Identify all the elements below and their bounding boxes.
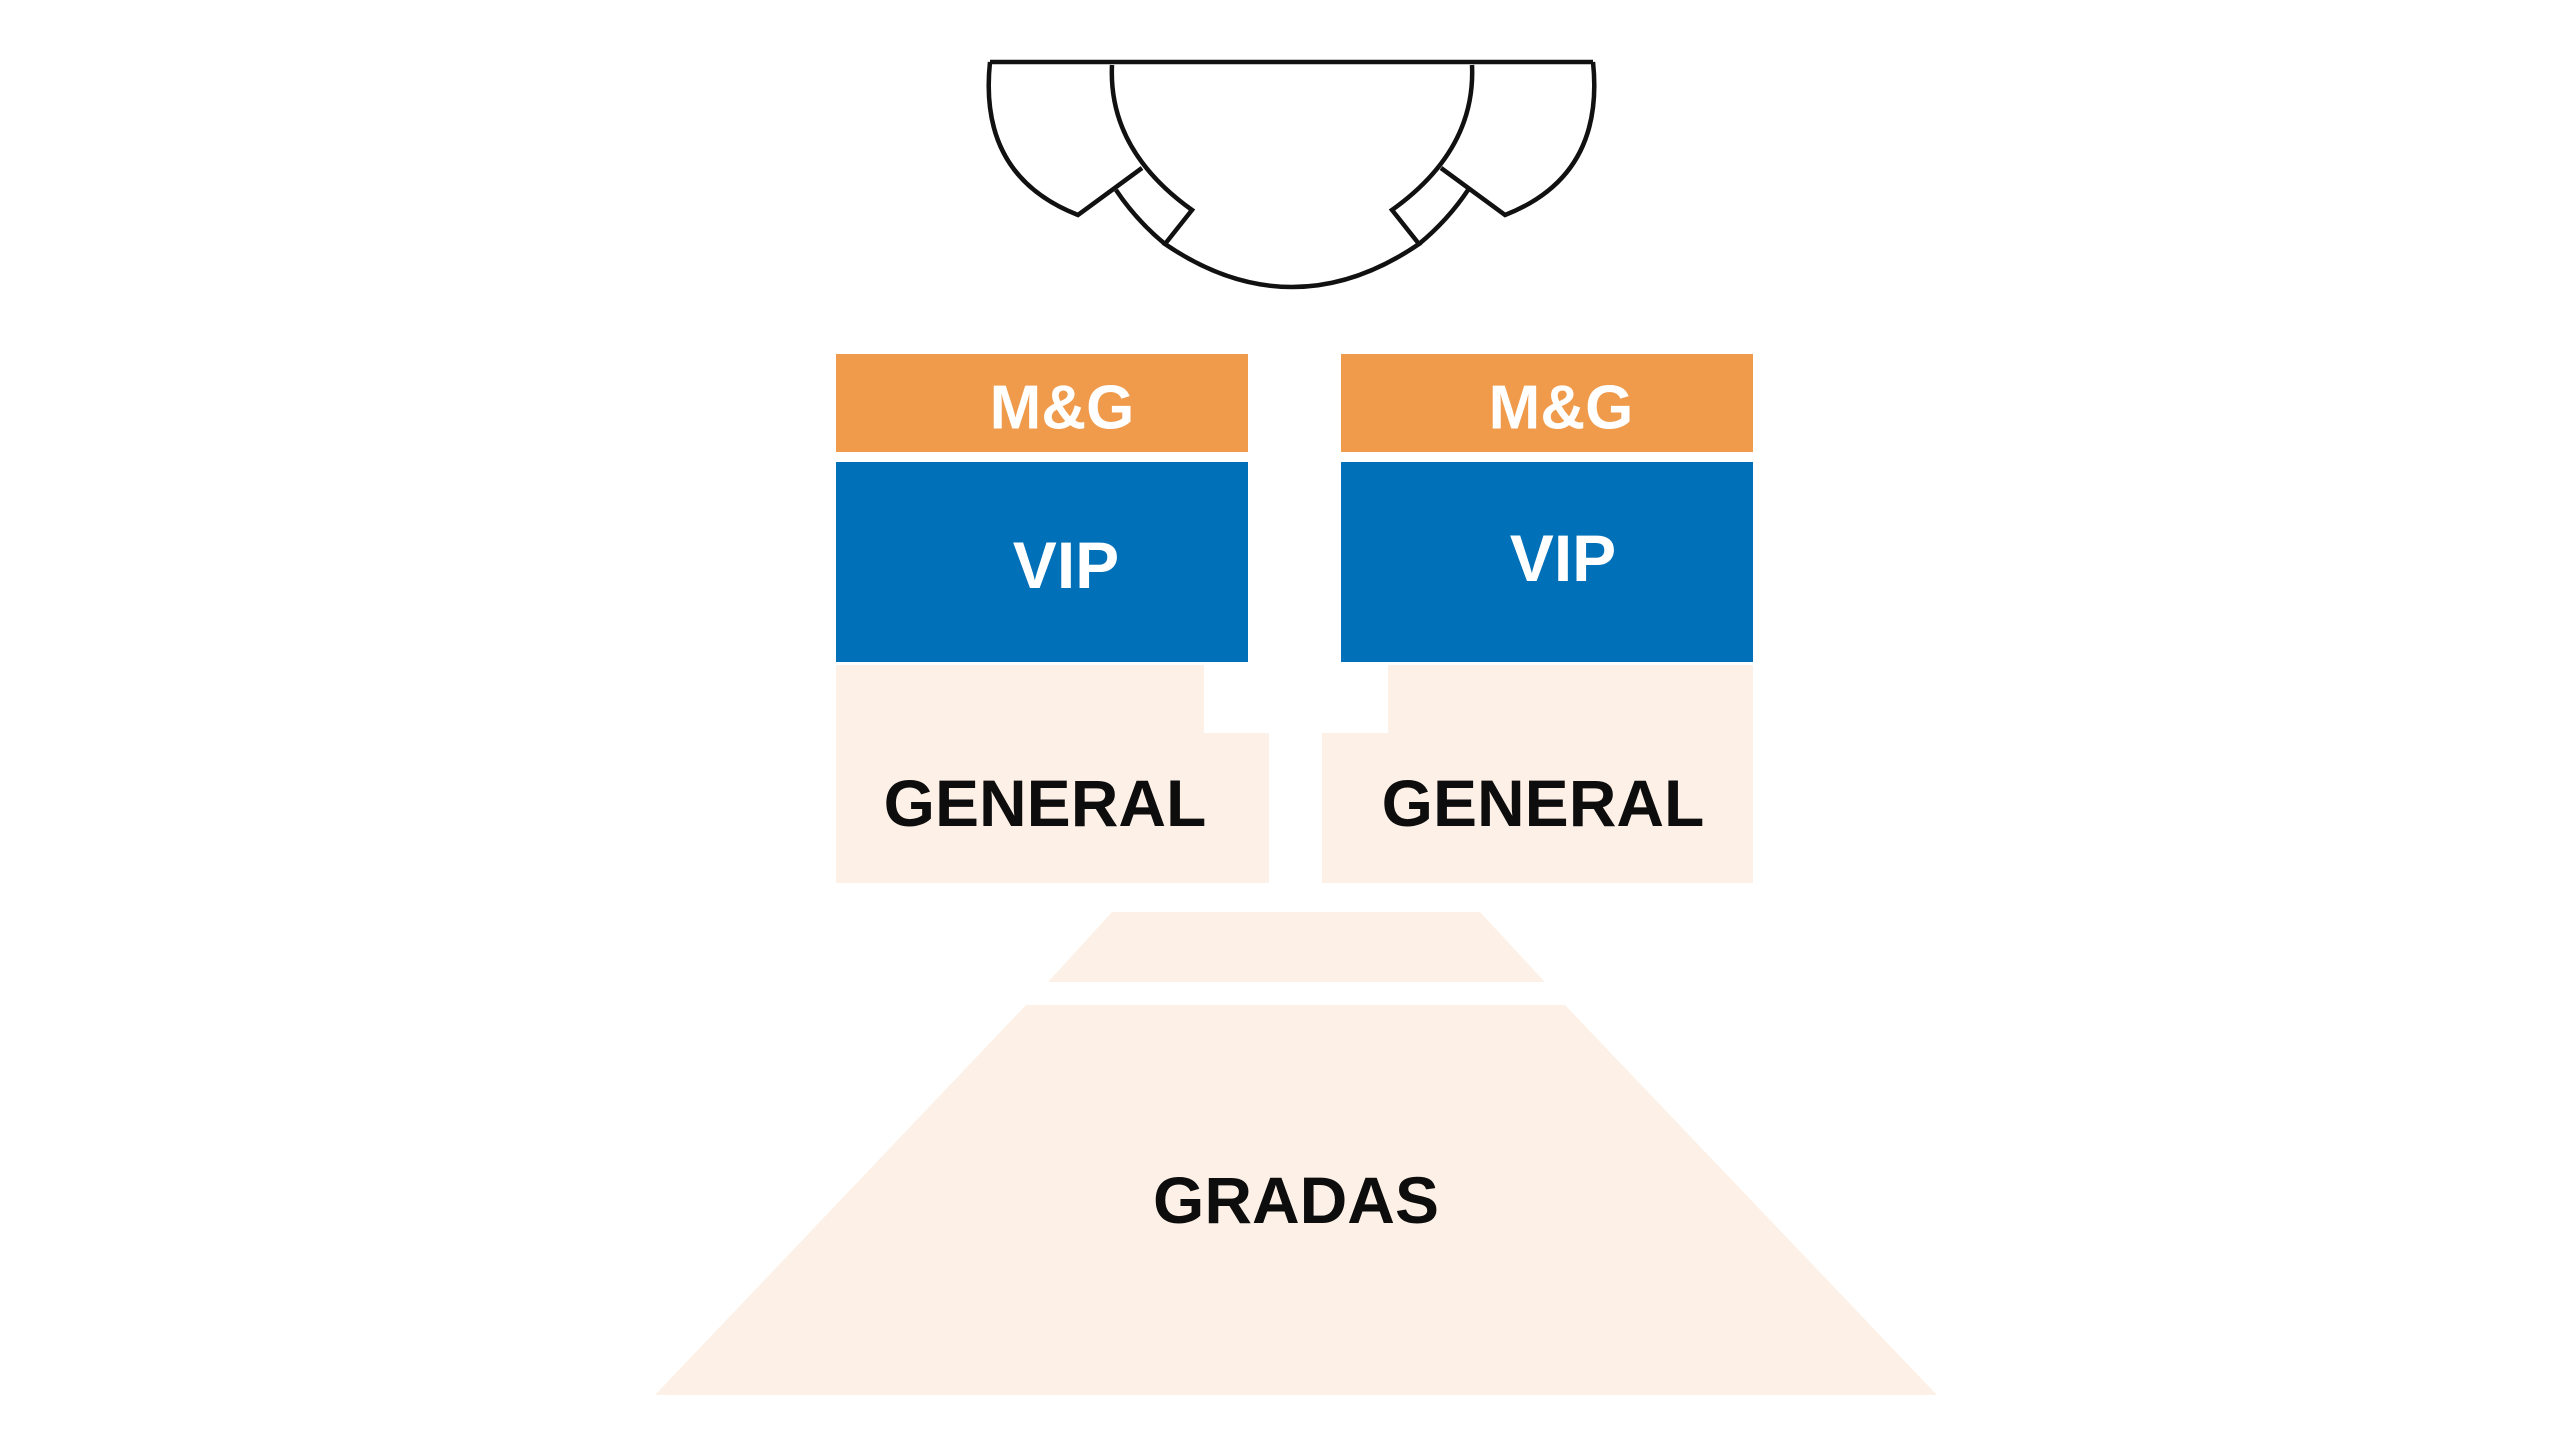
label-vip-right: VIP [1510,521,1616,595]
left-section: M&G VIP GENERAL [836,354,1269,883]
label-general-left: GENERAL [884,766,1207,840]
zone-mg-right[interactable] [1341,354,1753,452]
stage-right-wing [1439,61,1597,218]
zone-gradas[interactable] [655,1005,1937,1395]
label-mg-right: M&G [1489,374,1634,443]
zone-vip-right[interactable] [1341,462,1753,662]
zone-mg-left[interactable] [836,354,1248,452]
zone-general-right[interactable] [1322,665,1753,883]
stage-left-step [1114,188,1167,246]
right-section: M&G VIP GENERAL [1322,354,1753,883]
label-general-right: GENERAL [1382,766,1705,840]
stage [986,59,1597,290]
gradas-section: GRADAS [655,912,1937,1395]
stage-center-arc [1109,64,1475,290]
stage-right-step [1417,188,1470,246]
label-mg-left: M&G [990,374,1135,443]
zone-vip-left[interactable] [836,462,1248,662]
label-gradas: GRADAS [1153,1163,1439,1237]
label-vip-left: VIP [1013,528,1119,602]
zone-general-left[interactable] [836,665,1269,883]
zone-gradas-upper[interactable] [1048,912,1545,982]
stage-left-wing [986,61,1144,218]
